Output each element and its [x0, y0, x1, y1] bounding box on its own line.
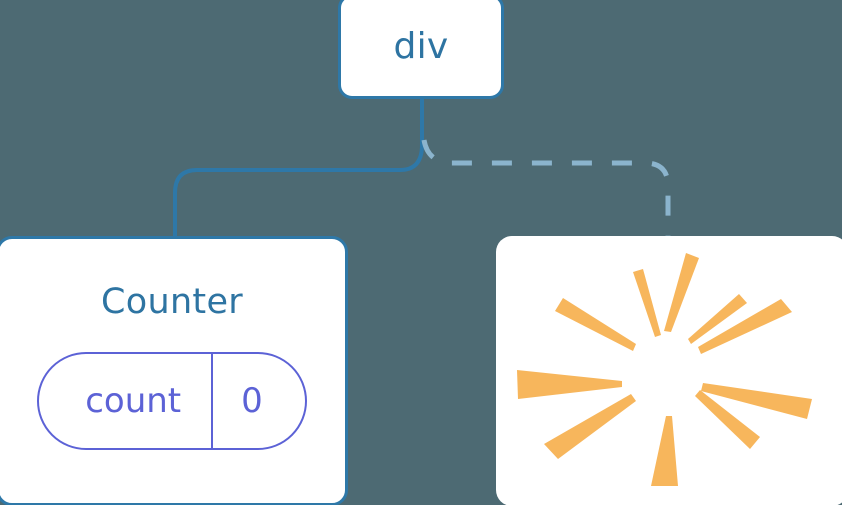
node-counter[interactable]: Counter count 0 [0, 236, 348, 505]
sparkle-ray-6 [651, 416, 678, 486]
state-pill[interactable]: count 0 [37, 352, 307, 450]
edge-div-to-sparkle [421, 139, 671, 240]
sparkle-ray-1 [664, 253, 699, 332]
sparkle-ray-3 [555, 298, 636, 351]
node-render-highlight[interactable] [496, 236, 842, 505]
sparkle-ray-8 [701, 383, 812, 419]
state-pill-divider [211, 354, 214, 448]
sparkle-ray-5 [544, 394, 636, 459]
sparkle-ray-7 [695, 390, 760, 449]
state-key: count [85, 381, 182, 421]
edge-div-to-counter [173, 97, 424, 242]
sparkle-ray-9 [698, 299, 792, 354]
state-value: 0 [241, 381, 263, 421]
sparkle-ray-4 [517, 370, 622, 399]
sparkle-ray-10 [688, 294, 747, 344]
node-div-label: div [393, 25, 449, 67]
sparkle-ray-2 [633, 269, 661, 337]
sparkle-burst-icon [517, 253, 812, 486]
node-div[interactable]: div [338, 0, 504, 99]
node-counter-title: Counter [101, 282, 243, 322]
